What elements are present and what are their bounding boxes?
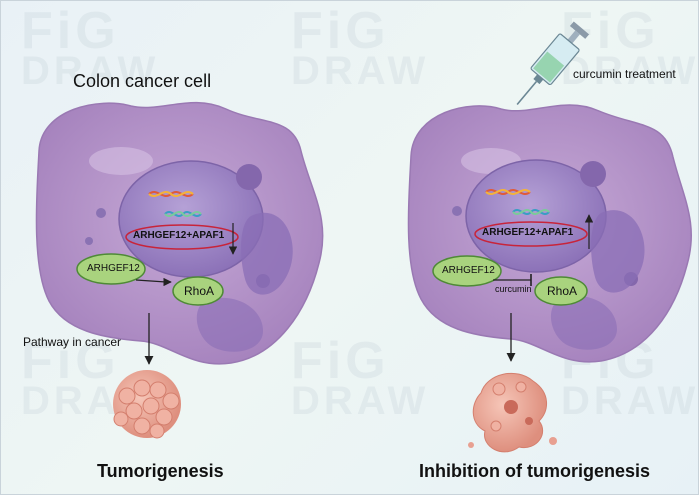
right-inhibitor-label: curcumin <box>495 284 532 294</box>
left-pathway-label: Pathway in cancer <box>23 335 122 349</box>
left-organelle-er <box>241 212 293 295</box>
left-complex-oval <box>125 224 239 250</box>
left-panel-title: Colon cancer cell <box>73 71 212 91</box>
left-organelle <box>96 208 106 218</box>
left-membrane-highlight <box>89 147 153 175</box>
right-arhgef12-label: ARHGEF12 <box>442 265 495 276</box>
right-complex-oval <box>474 221 588 247</box>
left-organelle <box>85 237 93 245</box>
right-arhgef12-protein <box>432 255 502 287</box>
left-organelle-er <box>196 297 263 352</box>
treatment-label: curcumin treatment <box>573 67 676 81</box>
right-rhoa-protein <box>534 276 588 306</box>
right-tumor-disrupted <box>468 372 557 453</box>
right-complex-label: ARHGEF12+APAF1 <box>482 227 574 238</box>
left-dna-helix <box>148 191 202 217</box>
left-rhoa-protein <box>172 276 224 306</box>
right-outcome-label: Inhibition of tumorigenesis <box>419 461 650 481</box>
left-organelle <box>236 164 262 190</box>
right-organelle <box>580 161 606 187</box>
left-tumor-mass <box>113 370 181 439</box>
left-arhgef12-label: ARHGEF12 <box>87 263 140 274</box>
right-rhoa-label: RhoA <box>547 284 578 298</box>
right-dna-helix <box>485 189 550 215</box>
left-arhgef12-protein <box>76 253 146 285</box>
right-organelle <box>452 206 462 216</box>
right-organelle-er <box>550 295 617 350</box>
syringe-icon <box>516 21 590 106</box>
left-arhgef12-to-rhoa-arrow <box>135 277 172 287</box>
left-outcome-label: Tumorigenesis <box>97 461 224 481</box>
left-cell <box>35 101 324 439</box>
left-complex-label: ARHGEF12+APAF1 <box>133 230 225 241</box>
right-cell <box>407 104 693 453</box>
right-organelle-er <box>591 210 645 293</box>
left-rhoa-label: RhoA <box>184 284 215 298</box>
